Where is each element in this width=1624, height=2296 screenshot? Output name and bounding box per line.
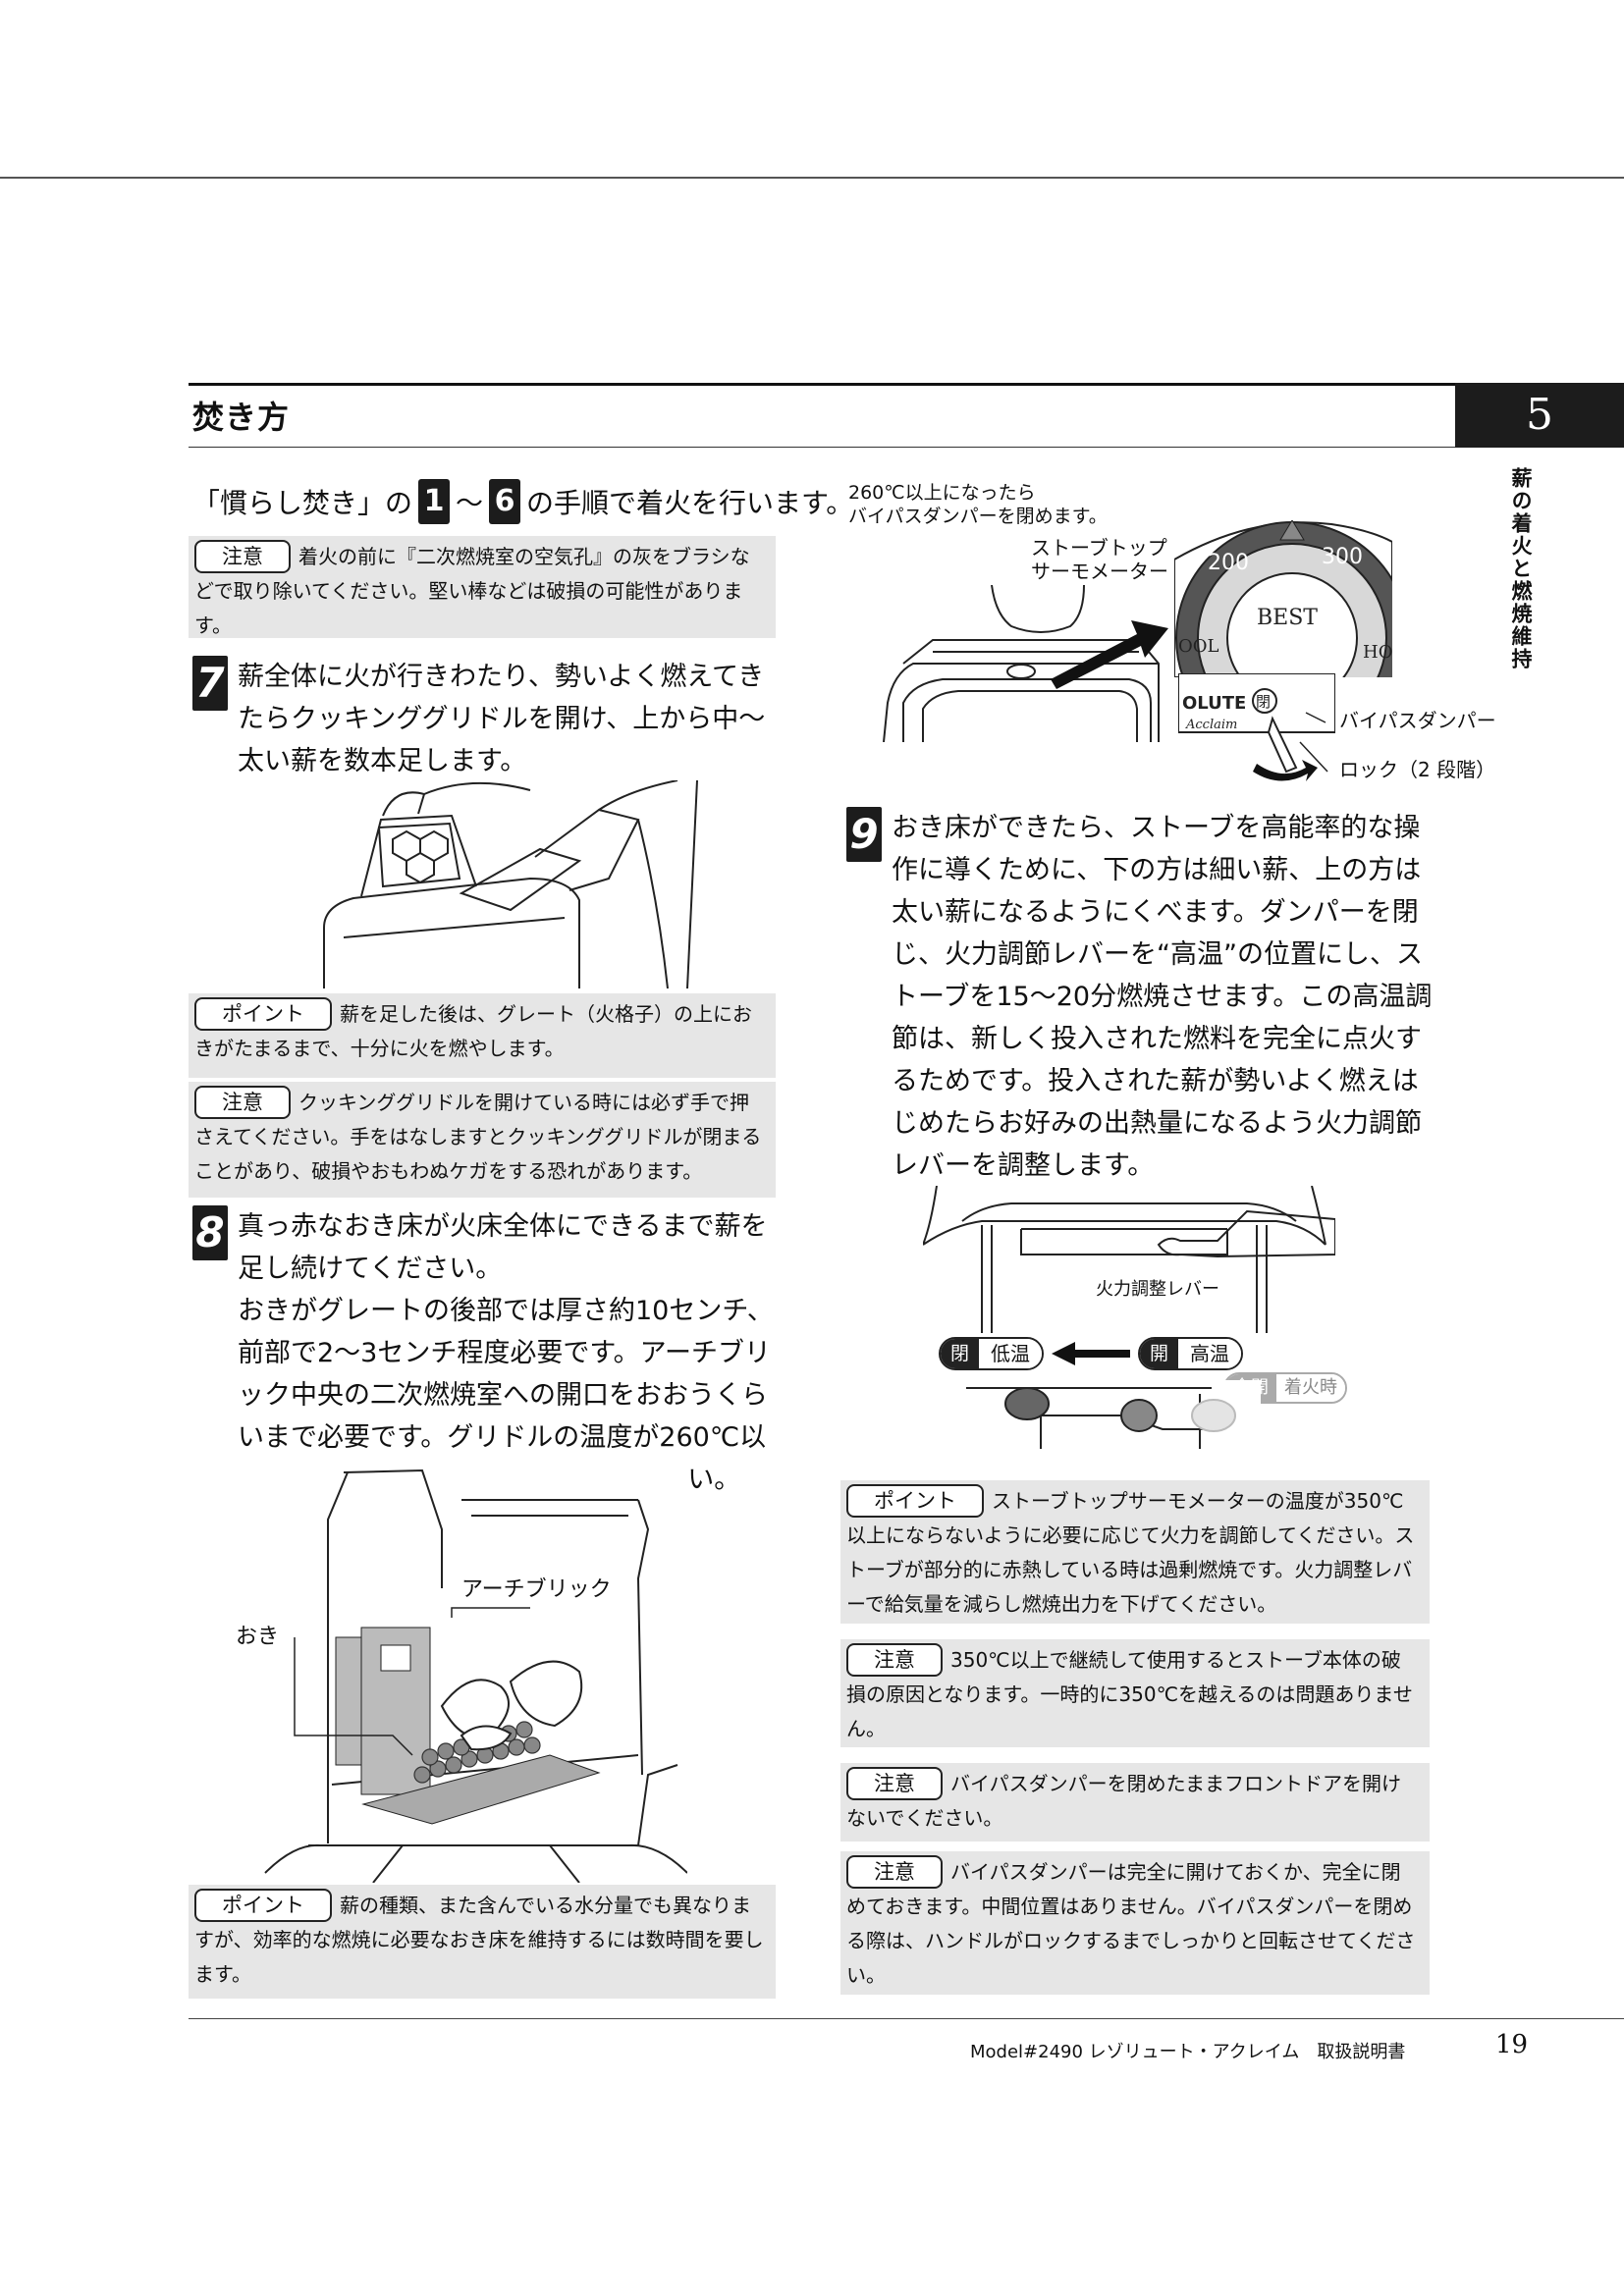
intro-line: 「慣らし焚き」の 1 〜 6 の手順で着火を行います。 bbox=[192, 479, 853, 524]
brand-label: OLUTE bbox=[1182, 693, 1246, 714]
caution-text: 350℃以上で継続して使用するとストーブ本体の破損の原因となります。一時的に35… bbox=[846, 1648, 1413, 1740]
caution-label: 注意 bbox=[194, 1086, 291, 1119]
intro-prefix: 「慣らし焚き」の bbox=[192, 487, 413, 519]
point-label: ポイント bbox=[194, 997, 332, 1031]
label-arch-brick: アーチブリック bbox=[461, 1577, 612, 1602]
step-number: 8 bbox=[192, 1205, 228, 1260]
point-note-temperature: ポイントストーブトップサーモメーターの温度が350℃以上にならないように必要に応… bbox=[840, 1480, 1430, 1624]
step-7: 7 薪全体に火が行きわたり、勢いよく燃えてきたらクッキンググリドルを開け、上から… bbox=[192, 656, 778, 782]
caution-label: 注意 bbox=[846, 1767, 943, 1800]
caution-label: 注意 bbox=[846, 1643, 943, 1677]
point-text: 薪を足した後は、グレート（火格子）の上におきがたまるまで、十分に火を燃やします。 bbox=[194, 1002, 752, 1060]
step-number: 9 bbox=[846, 807, 882, 862]
point-note-embers: ポイント薪を足した後は、グレート（火格子）の上におきがたまるまで、十分に火を燃や… bbox=[189, 993, 776, 1078]
side-chapter-label: 薪の着火と燃焼維持 bbox=[1509, 467, 1534, 670]
gauge-200: 200 bbox=[1208, 551, 1249, 575]
illustration-lever-positions bbox=[966, 1380, 1261, 1451]
point-text: ストーブトップサーモメーターの温度が350℃以上にならないように必要に応じて火力… bbox=[846, 1489, 1415, 1616]
illustration-adding-wood bbox=[285, 780, 707, 988]
illustration-stove-top bbox=[874, 585, 1168, 742]
label-stovetop-thermometer: ストーブトップ サーモメーター bbox=[1031, 536, 1168, 583]
caution-label: 注意 bbox=[194, 540, 291, 573]
label-air-lever: 火力調整レバー bbox=[1096, 1279, 1219, 1300]
caution-note-bypass: 注意バイパスダンパーは完全に開けておくか、完全に閉めておきます。中間位置はありま… bbox=[840, 1851, 1430, 1995]
caution-note-front-door: 注意バイパスダンパーを閉めたままフロントドアを開けないでください。 bbox=[840, 1763, 1430, 1842]
point-text: 薪の種類、また含んでいる水分量でも異なりますが、効率的な燃焼に必要なおき床を維持… bbox=[194, 1894, 764, 1986]
illustration-thermometer-gauge: 200 300 BEST OOL HO bbox=[1174, 520, 1392, 677]
intro-tilde: 〜 bbox=[456, 487, 484, 519]
closed-label: 閉 bbox=[941, 1339, 980, 1368]
step-text: 真っ赤なおき床が火床全体にできるまで薪を足し続けてください。 bbox=[238, 1211, 768, 1284]
illustration-bypass-damper: OLUTE Acclaim 閉 bbox=[1178, 673, 1335, 797]
label-embers: おき bbox=[236, 1625, 280, 1649]
point-label: ポイント bbox=[194, 1889, 332, 1922]
label-bypass-damper: バイパスダンパー bbox=[1339, 709, 1496, 732]
closed-mark: 閉 bbox=[1256, 693, 1271, 711]
gauge-best: BEST bbox=[1257, 606, 1318, 630]
point-label: ポイント bbox=[846, 1484, 984, 1518]
step-8: 8 真っ赤なおき床が火床全体にできるまで薪を足し続けてください。 おきがグレート… bbox=[192, 1205, 778, 1501]
gauge-cool: OOL bbox=[1178, 636, 1219, 657]
chapter-number: 5 bbox=[1455, 383, 1624, 448]
caution-text: バイパスダンパーを閉めたままフロントドアを開けないでください。 bbox=[846, 1772, 1401, 1830]
lever-direction-indicator: 閉 低温 開 高温 bbox=[939, 1337, 1244, 1370]
page-title: 焚き方 bbox=[192, 399, 291, 436]
open-high-tag: 開 高温 bbox=[1138, 1337, 1244, 1370]
step-text: おき床ができたら、ストーブを高能率的な操作に導くために、下の方は細い薪、上の方は… bbox=[892, 813, 1433, 1181]
brand-script: Acclaim bbox=[1185, 718, 1237, 732]
arrow-left-icon bbox=[1052, 1342, 1131, 1365]
closed-low-tag: 閉 低温 bbox=[939, 1337, 1045, 1370]
caution-text: バイパスダンパーは完全に開けておくか、完全に閉めておきます。中間位置はありません… bbox=[846, 1860, 1416, 1987]
caution-text: 着火の前に『二次燃焼室の空気孔』の灰をブラシなどで取り除いてください。堅い棒など… bbox=[194, 545, 750, 637]
step-badge-first: 1 bbox=[418, 479, 451, 524]
caution-text: クッキンググリドルを開けている時には必ず手で押さえてください。手をはなしますとク… bbox=[194, 1091, 762, 1183]
intro-suffix: の手順で着火を行います。 bbox=[526, 487, 854, 519]
point-note-ember-bed: ポイント薪の種類、また含んでいる水分量でも異なりますが、効率的な燃焼に必要なおき… bbox=[189, 1885, 776, 1999]
page-number: 19 bbox=[1495, 2030, 1529, 2059]
step-text: 薪全体に火が行きわたり、勢いよく燃えてきたらクッキンググリドルを開け、上から中〜… bbox=[238, 662, 766, 776]
caution-label: 注意 bbox=[846, 1855, 943, 1889]
caution-note-griddle: 注意クッキンググリドルを開けている時には必ず手で押さえてください。手をはなします… bbox=[189, 1082, 776, 1198]
footer-model: Model#2490 レゾリュート・アクレイム 取扱説明書 bbox=[970, 2042, 1406, 2062]
label-lock: ロック（2 段階） bbox=[1339, 758, 1496, 781]
gauge-hot: HO bbox=[1363, 642, 1392, 663]
bypass-instruction: 260℃以上になったら バイパスダンパーを閉めます。 bbox=[848, 482, 1108, 527]
gauge-300: 300 bbox=[1322, 545, 1363, 569]
step-badge-last: 6 bbox=[489, 479, 521, 524]
step-number: 7 bbox=[192, 656, 228, 711]
illustration-stove-base bbox=[923, 1186, 1335, 1333]
illustration-stove-cutaway bbox=[226, 1461, 687, 1883]
title-bar bbox=[189, 383, 1455, 448]
high-temp-label: 高温 bbox=[1178, 1339, 1242, 1368]
ignition-label: 着火時 bbox=[1276, 1374, 1345, 1402]
top-rule bbox=[0, 177, 1624, 179]
footer-rule bbox=[189, 2018, 1624, 2019]
caution-note-ash: 注意着火の前に『二次燃焼室の空気孔』の灰をブラシなどで取り除いてください。堅い棒… bbox=[189, 536, 776, 638]
open-label: 開 bbox=[1140, 1339, 1179, 1368]
step-9: 9 おき床ができたら、ストーブを高能率的な操作に導くために、下の方は細い薪、上の… bbox=[846, 807, 1435, 1187]
low-temp-label: 低温 bbox=[979, 1339, 1043, 1368]
